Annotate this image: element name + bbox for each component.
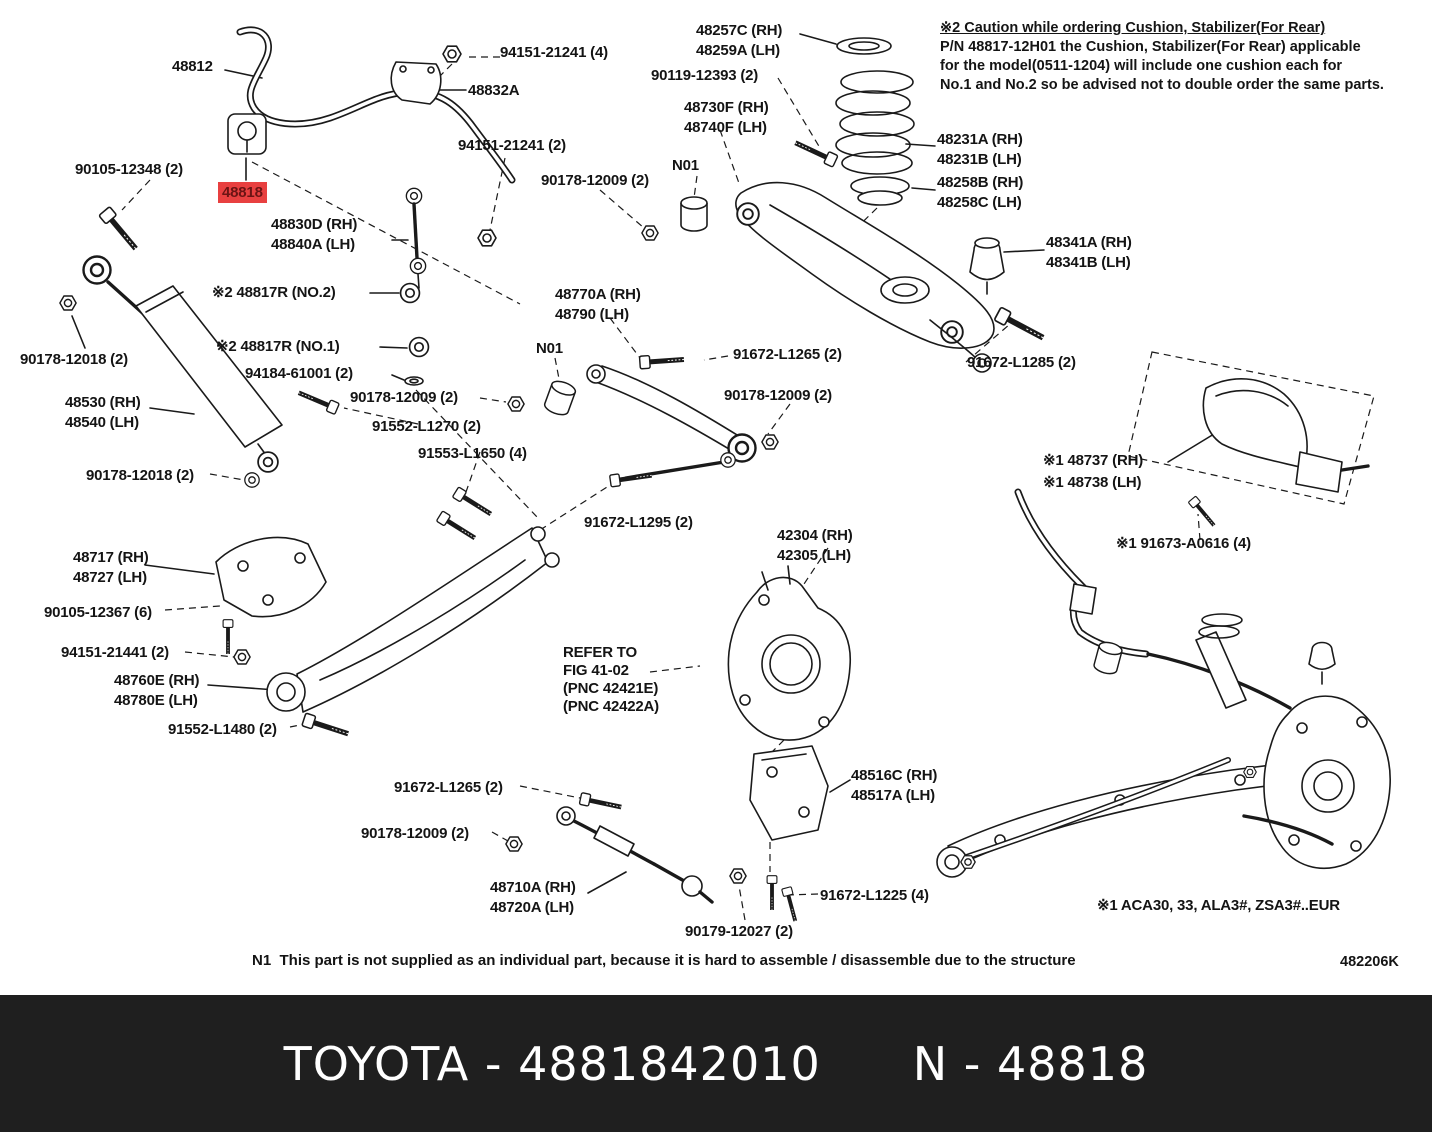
part-label-2-48817r-no-1[interactable]: ※2 48817R (NO.1): [216, 338, 340, 355]
part-label-90178-12009-2[interactable]: 90178-12009 (2): [350, 389, 458, 406]
caution-line: for the model(0511-1204) will include on…: [940, 58, 1343, 74]
arm-bracket-48717: [215, 536, 327, 618]
part-label-48517a-lh[interactable]: 48517A (LH): [851, 787, 935, 804]
suspension-member-48730f: [735, 181, 995, 373]
part-label-48780e-lh[interactable]: 48780E (LH): [114, 692, 198, 709]
diagram-line-art: [59, 26, 1391, 925]
stabilizer-bushing-48818: [227, 113, 267, 155]
part-label-90178-12009-2[interactable]: 90178-12009 (2): [724, 387, 832, 404]
part-label-48770a-rh[interactable]: 48770A (RH): [555, 286, 641, 303]
part-label-94184-61001-2[interactable]: 94184-61001 (2): [245, 365, 353, 382]
part-label-91552-l1480-2[interactable]: 91552-L1480 (2): [168, 721, 277, 738]
part-label-90105-12348-2[interactable]: 90105-12348 (2): [75, 161, 183, 178]
part-label-48760e-rh[interactable]: 48760E (RH): [114, 672, 200, 689]
part-label-48720a-lh[interactable]: 48720A (LH): [490, 899, 574, 916]
spring-insulator-48258: [850, 176, 910, 206]
part-label-42305-lh[interactable]: 42305 (LH): [777, 547, 851, 564]
part-label-48257c-rh[interactable]: 48257C (RH): [696, 22, 783, 39]
footer-bar: TOYOTA - 4881842010 N - 48818: [0, 995, 1432, 1132]
cushion-48341a: [969, 237, 1005, 295]
part-label-94151-21241-4[interactable]: 94151-21241 (4): [500, 44, 608, 61]
diagram-note-n01: N01: [536, 340, 563, 357]
solid-leader-lines: [71, 33, 1215, 894]
stabilizer-link-48830d: [405, 187, 427, 289]
coil-spring-48231: [835, 70, 915, 175]
mud-guard-48737: [1127, 351, 1375, 505]
axle-carrier-42304: [727, 565, 852, 741]
stabilizer-bracket-48832a: [390, 61, 442, 105]
part-label-91672-l1285-2[interactable]: 91672-L1285 (2): [967, 354, 1076, 371]
part-label-48258b-rh[interactable]: 48258B (RH): [937, 174, 1024, 191]
part-label-2-48817r-no-2[interactable]: ※2 48817R (NO.2): [212, 284, 336, 301]
part-label-1-91673-a0616-4[interactable]: ※1 91673-A0616 (4): [1116, 535, 1251, 552]
part-label-48727-lh[interactable]: 48727 (LH): [73, 569, 147, 586]
part-label-91672-l1295-2[interactable]: 91672-L1295 (2): [584, 514, 693, 531]
caution-title: ※2 Caution while ordering Cushion, Stabi…: [940, 20, 1326, 36]
part-label-48530-rh[interactable]: 48530 (RH): [65, 394, 141, 411]
part-label-48832a[interactable]: 48832A: [468, 82, 520, 99]
part-label-48730f-rh[interactable]: 48730F (RH): [684, 99, 769, 116]
part-label-90178-12018-2[interactable]: 90178-12018 (2): [20, 351, 128, 368]
part-label-48717-rh[interactable]: 48717 (RH): [73, 549, 149, 566]
part-label-90119-12393-2[interactable]: 90119-12393 (2): [651, 67, 759, 84]
part-label-1-48738-lh[interactable]: ※1 48738 (LH): [1043, 474, 1142, 491]
bushing-n01-upper: [680, 196, 708, 232]
part-label-48258c-lh[interactable]: 48258C (LH): [937, 194, 1022, 211]
assembled-view: [936, 488, 1391, 878]
diagram-code: 482206K: [1340, 954, 1399, 970]
diagram-note-pnc-42421e: (PNC 42421E): [563, 680, 659, 697]
shock-absorber-48530: [82, 255, 283, 488]
diagram-note-pnc-42422a: (PNC 42422A): [563, 698, 659, 715]
part-label-48818[interactable]: 48818: [218, 182, 267, 203]
part-label-90178-12018-2[interactable]: 90178-12018 (2): [86, 467, 194, 484]
part-label-48840a-lh[interactable]: 48840A (LH): [271, 236, 355, 253]
parts-diagram: 48812 94151-21241 (4) 48832A 48257C (RH) 482…: [20, 19, 1422, 970]
bracket-48516c: [749, 745, 829, 841]
diagram-note-1-aca30-33-ala3-zsa3-eur: ※1 ACA30, 33, ALA3#, ZSA3#..EUR: [1097, 897, 1340, 914]
part-label-48231a-rh[interactable]: 48231A (RH): [937, 131, 1023, 148]
part-label-1-48737-rh[interactable]: ※1 48737 (RH): [1043, 452, 1144, 469]
diagram-note-n01: N01: [672, 157, 699, 174]
part-label-91552-l1270-2[interactable]: 91552-L1270 (2): [372, 418, 481, 435]
caution-line: No.1 and No.2 so be advised not to doubl…: [940, 77, 1384, 93]
assembly-note: N1 This part is not supplied as an indiv…: [252, 952, 1076, 969]
part-label-48341b-lh[interactable]: 48341B (LH): [1046, 254, 1131, 271]
lower-arm-48710a: [556, 806, 714, 904]
part-label-42304-rh[interactable]: 42304 (RH): [777, 527, 853, 544]
dashed-leader-lines: [121, 56, 1201, 921]
bushing-n01-lower: [542, 377, 578, 419]
part-label-48516c-rh[interactable]: 48516C (RH): [851, 767, 938, 784]
diagram-note-fig-41-02: FIG 41-02: [563, 662, 629, 679]
part-label-91672-l1265-2[interactable]: 91672-L1265 (2): [733, 346, 842, 363]
footer-part-number: TOYOTA - 4881842010: [283, 1036, 821, 1091]
caution-line: P/N 48817-12H01 the Cushion, Stabilizer(…: [940, 39, 1361, 55]
part-label-48341a-rh[interactable]: 48341A (RH): [1046, 234, 1132, 251]
part-label-91553-l1650-4[interactable]: 91553-L1650 (4): [418, 445, 527, 462]
footer-n-number: N - 48818: [912, 1036, 1149, 1091]
part-label-48740f-lh[interactable]: 48740F (LH): [684, 119, 767, 136]
cushions-48817r: [399, 282, 430, 386]
upper-arm-48770a: [586, 364, 757, 463]
diagram-note-refer-to: REFER TO: [563, 644, 637, 661]
part-label-91672-l1265-2[interactable]: 91672-L1265 (2): [394, 779, 503, 796]
part-label-90178-12009-2[interactable]: 90178-12009 (2): [541, 172, 649, 189]
part-label-90179-12027-2[interactable]: 90179-12027 (2): [685, 923, 793, 940]
part-label-91672-l1225-4[interactable]: 91672-L1225 (4): [820, 887, 929, 904]
part-label-94151-21241-2[interactable]: 94151-21241 (2): [458, 137, 566, 154]
part-label-48231b-lh[interactable]: 48231B (LH): [937, 151, 1022, 168]
spring-seat-48257c: [836, 37, 892, 55]
part-label-90178-12009-2[interactable]: 90178-12009 (2): [361, 825, 469, 842]
caution-note: ※2 Caution while ordering Cushion, Stabi…: [940, 19, 1422, 95]
trailing-arm-48760e: [266, 526, 560, 713]
stabilizer-bar-48812: [236, 26, 516, 184]
part-label-48790-lh[interactable]: 48790 (LH): [555, 306, 629, 323]
part-label-48710a-rh[interactable]: 48710A (RH): [490, 879, 576, 896]
part-label-90105-12367-6[interactable]: 90105-12367 (6): [44, 604, 152, 621]
part-label-48830d-rh[interactable]: 48830D (RH): [271, 216, 358, 233]
part-label-48540-lh[interactable]: 48540 (LH): [65, 414, 139, 431]
part-label-48259a-lh[interactable]: 48259A (LH): [696, 42, 780, 59]
part-label-48812[interactable]: 48812: [172, 58, 213, 75]
part-label-94151-21441-2[interactable]: 94151-21441 (2): [61, 644, 169, 661]
